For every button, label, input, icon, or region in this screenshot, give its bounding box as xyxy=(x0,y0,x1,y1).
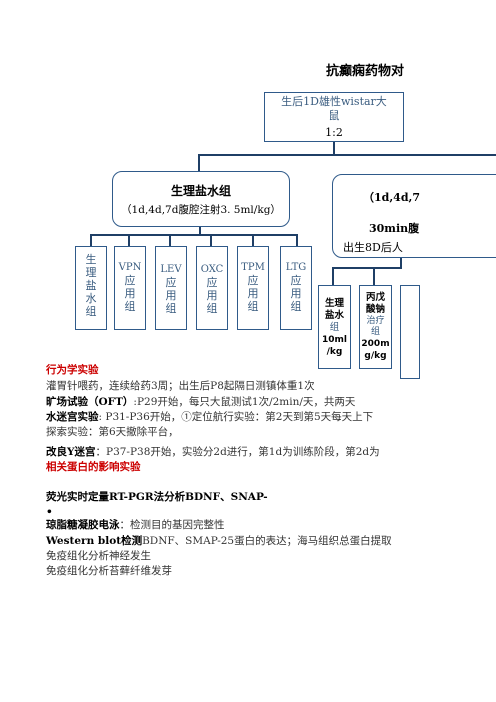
sub-box-line: 盐水 xyxy=(324,310,344,321)
drug-box-char: 理 xyxy=(85,266,97,279)
pcr-line: 荧光实时定量RT-PGR法分析BDNF、SNAP- xyxy=(46,490,268,505)
drug-box-char: OXC xyxy=(200,264,224,275)
treatment-line1: （1d,4d,7 xyxy=(363,191,421,204)
sub-box-line: g/kg xyxy=(364,351,387,361)
drug-box-char: LTG xyxy=(285,262,307,273)
bullet: • xyxy=(46,506,53,518)
ihc-line-2: 免疫组化分析苔藓纤维发芽 xyxy=(46,565,172,577)
oft-label: 旷场试验（OFT） xyxy=(46,396,134,408)
drug-box-char: LEV xyxy=(160,264,182,275)
drug-box-lev: LEV 应 用 组 xyxy=(155,246,187,330)
drug-box-char: 应 xyxy=(290,274,302,287)
drug-box-tpm: TPM 应 用 组 xyxy=(237,246,269,330)
connector-right-down xyxy=(400,258,402,268)
root-line2: 鼠 xyxy=(328,109,340,122)
connector-drug-6 xyxy=(296,234,298,246)
drug-box-char: 用 xyxy=(290,287,302,300)
sub-box-line: 酸钠 xyxy=(365,304,385,315)
water-maze-label: 水迷宫实验 xyxy=(46,411,99,423)
drug-box-char: 应 xyxy=(247,274,259,287)
drug-box-char: 应 xyxy=(206,276,218,289)
treatment-group-box: （1d,4d,7 30min腹 出生8D后人 xyxy=(332,174,496,258)
behavior-line-1: 灌胃针喂药，连续给药3周；出生后P8起隔日测镇体重1次 xyxy=(46,380,315,392)
sub-box-partial xyxy=(400,285,420,379)
connector-root-down xyxy=(333,142,335,155)
drug-box-oxc: OXC 应 用 组 xyxy=(196,246,228,330)
page-title: 抗癫痫药物对 xyxy=(326,64,405,79)
drug-box-char: 组 xyxy=(247,300,259,313)
drug-box-char: 用 xyxy=(247,287,259,300)
treatment-line2: 30min腹 xyxy=(369,222,420,235)
wb-line: Western blot检测BDNF、SMAP-25蛋白的表达；海马组织总蛋白提… xyxy=(46,534,392,549)
saline-subtitle: （1d,4d,7d腹腔注射3. 5ml/kg） xyxy=(121,204,281,216)
saline-title: 生理盐水组 xyxy=(170,184,231,198)
connector-drug-h xyxy=(90,234,298,236)
wb-label: Western blot检测 xyxy=(46,535,143,547)
connector-left-down xyxy=(198,154,200,172)
ihc-line-1: 免疫组化分析神经发生 xyxy=(46,550,151,562)
connector-drug-4 xyxy=(210,234,212,246)
drug-box-vpn: VPN 应 用 组 xyxy=(114,246,146,330)
ymaze-line: 改良Y迷宫：P37-P38开始，实验分2d进行，第1d为训练阶段，第2d为 xyxy=(46,445,380,460)
pcr-text: 法分析BDNF、SNAP- xyxy=(153,491,268,503)
sub-box-valproate: 丙戊 酸钠 治疗 组 200m g/kg xyxy=(359,285,392,369)
sub-box-line: 200m xyxy=(361,339,390,349)
drug-box-char: 用 xyxy=(124,287,136,300)
ymaze-label: 改良Y迷宫 xyxy=(46,446,96,458)
drug-box-char: 组 xyxy=(85,305,97,318)
oft-text: :P29开始，每只大鼠测试1次/2min/天，共两天 xyxy=(133,396,356,408)
drug-box-char: 水 xyxy=(85,292,97,305)
protein-title: 相关蛋白的影响实验 xyxy=(46,461,141,473)
gel-line: 琼脂糖凝胶电泳：检测目的基因完整性 xyxy=(46,518,225,533)
root-line1: 生后1D雄性wistar大 xyxy=(281,95,387,108)
oft-line: 旷场试验（OFT）:P29开始，每只大鼠测试1次/2min/天，共两天 xyxy=(46,395,355,410)
connector-drug-2 xyxy=(128,234,130,246)
drug-box-char: 应 xyxy=(165,276,177,289)
gel-text: ：检测目的基因完整性 xyxy=(119,519,225,531)
drug-box-char: 组 xyxy=(290,300,302,313)
root-box: 生后1D雄性wistar大 鼠 1:2 xyxy=(264,92,404,142)
probe-line: 探索实验：第6天撤除平台， xyxy=(46,426,179,438)
sub-box-line: 治疗 xyxy=(366,316,385,326)
drug-box-char: VPN xyxy=(118,262,142,273)
connector-drug-3 xyxy=(169,234,171,246)
sub-box-line: 组 xyxy=(370,327,380,337)
sub-box-saline: 生理 盐水 组 10ml /kg xyxy=(318,285,351,369)
sub-box-line: /kg xyxy=(326,347,343,357)
water-maze-line: 水迷宫实验: P31-P36开始，①定位航行实验：第2天到第5天每天上下 xyxy=(46,410,373,425)
water-maze-text: : P31-P36开始，①定位航行实验：第2天到第5天每天上下 xyxy=(98,411,374,423)
connector-sub-2 xyxy=(373,267,375,285)
wb-text: BDNF、SMAP-25蛋白的表达；海马组织总蛋白提取 xyxy=(142,535,392,547)
sub-box-line: 组 xyxy=(329,322,340,333)
drug-box-char: 盐 xyxy=(85,279,97,292)
behavior-title: 行为学实验 xyxy=(46,364,99,376)
treatment-line3: 出生8D后人 xyxy=(343,241,403,254)
drug-box-char: 用 xyxy=(206,289,218,302)
connector-saline-down xyxy=(199,227,201,235)
drug-box-char: 生 xyxy=(85,253,97,266)
pcr-label: 荧光实时定量RT-PGR xyxy=(46,491,154,503)
ymaze-text: ：P37-P38开始，实验分2d进行，第1d为训练阶段，第2d为 xyxy=(95,446,380,458)
gel-label: 琼脂糖凝胶电泳 xyxy=(46,519,120,531)
connector-sub-1 xyxy=(332,267,334,285)
drug-box-char: 组 xyxy=(165,302,177,315)
sub-box-line: 10ml xyxy=(322,335,347,345)
root-line3: 1:2 xyxy=(325,126,343,139)
drug-box-ltg: LTG 应 用 组 xyxy=(280,246,312,330)
drug-box-char: 用 xyxy=(165,289,177,302)
sub-box-line: 生理 xyxy=(324,298,344,309)
connector-sub-h xyxy=(332,267,402,269)
connector-drug-5 xyxy=(252,234,254,246)
sub-box-line: 丙戊 xyxy=(365,292,385,303)
connector-drug-1 xyxy=(90,234,92,246)
drug-box-saline: 生 理 盐 水 组 xyxy=(75,246,107,330)
drug-box-char: 组 xyxy=(124,300,136,313)
saline-group-box: 生理盐水组 （1d,4d,7d腹腔注射3. 5ml/kg） xyxy=(112,171,290,227)
drug-box-char: 组 xyxy=(206,302,218,315)
drug-box-char: TPM xyxy=(241,262,265,273)
drug-box-char: 应 xyxy=(124,274,136,287)
connector-top-h xyxy=(198,154,496,156)
